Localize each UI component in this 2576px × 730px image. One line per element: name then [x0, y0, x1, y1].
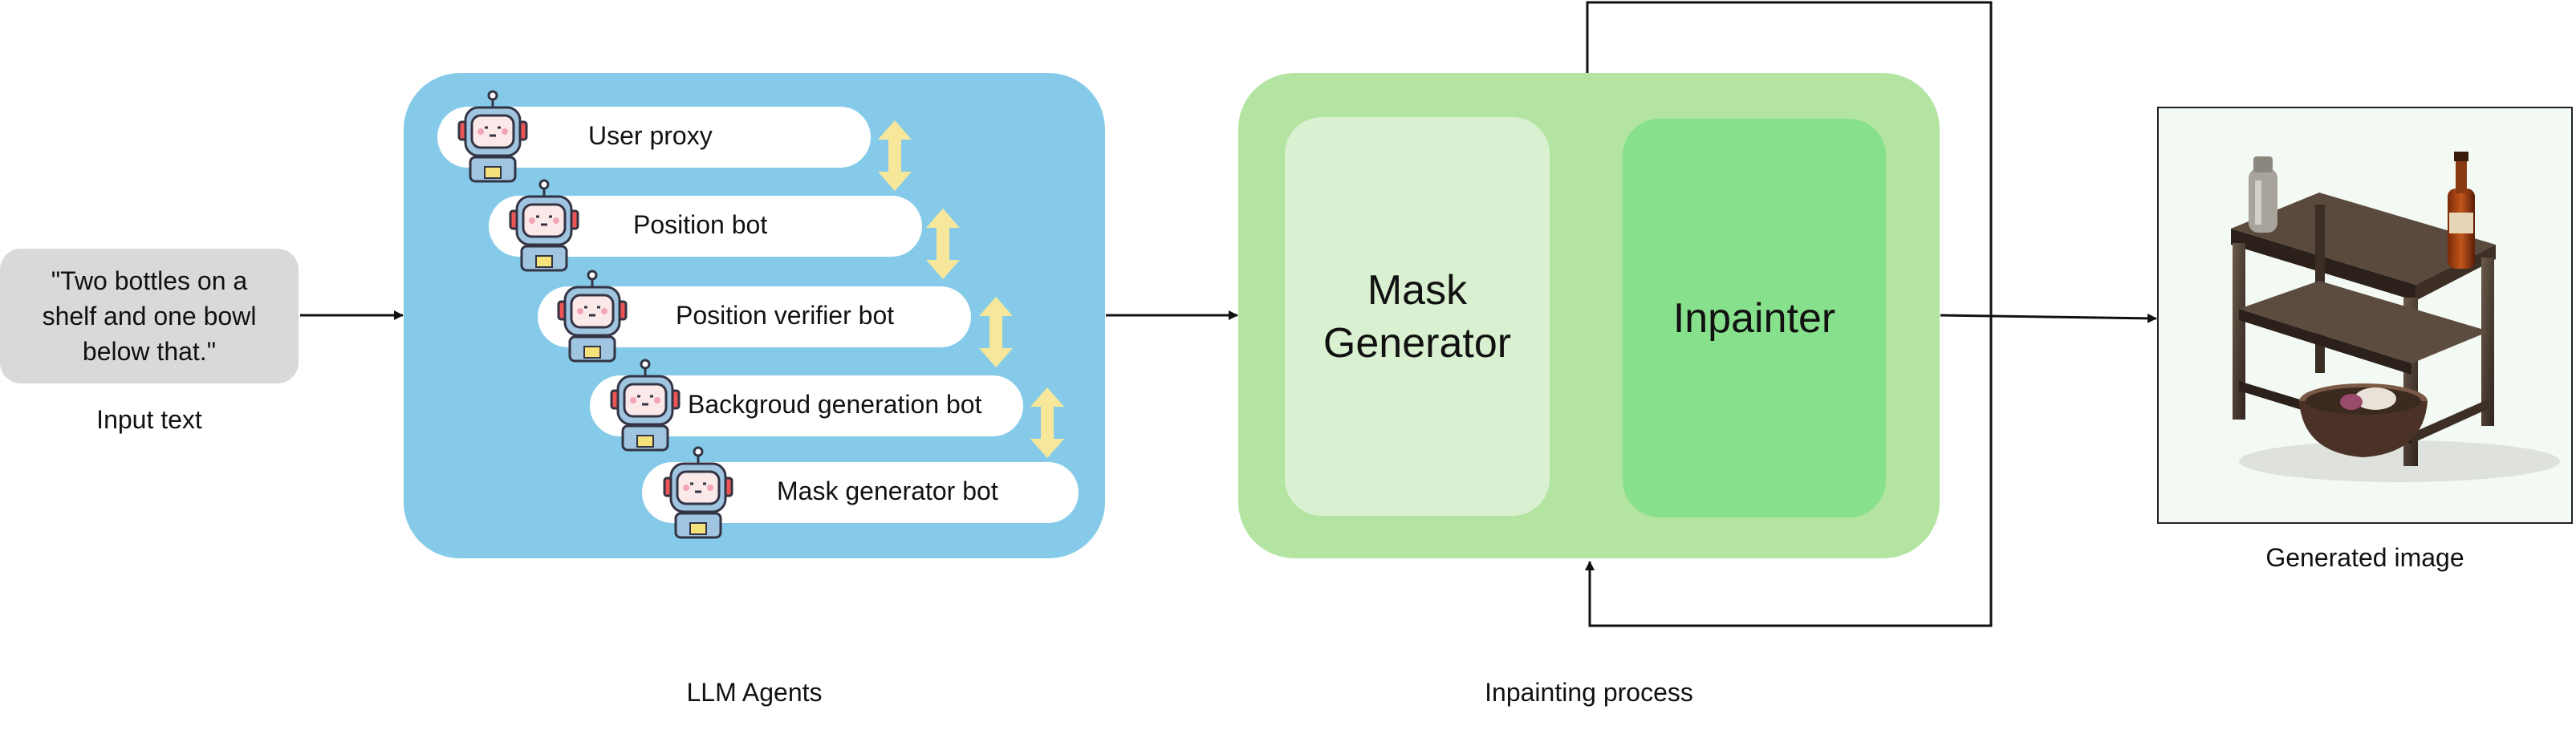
- double-arrow-icon: [926, 209, 960, 279]
- agent-label: User proxy: [588, 121, 713, 150]
- robot-icon: [557, 270, 628, 363]
- agent-label: Mask generator bot: [777, 477, 998, 505]
- double-arrow-icon: [1030, 387, 1064, 458]
- inpainting-caption: Inpainting process: [1485, 678, 1693, 707]
- double-arrow-icon: [979, 297, 1013, 367]
- robot-icon: [663, 446, 733, 539]
- robot-icon: [610, 359, 681, 452]
- agent-label: Backgroud generation bot: [688, 390, 982, 419]
- mask-generator-box: Mask Generator: [1285, 117, 1550, 516]
- double-arrow-icon: [878, 120, 912, 191]
- agent-label: Position bot: [633, 210, 768, 239]
- input-text-box: "Two bottles on a shelf and one bowl bel…: [0, 249, 299, 383]
- generated-image-caption: Generated image: [2265, 543, 2464, 572]
- agent-label: Position verifier bot: [676, 301, 895, 330]
- shelf-illustration: [2231, 152, 2560, 482]
- robot-icon: [509, 179, 579, 272]
- arrow-inpainting-to-image: [1940, 313, 2157, 323]
- robot-icon: [457, 90, 528, 183]
- llm-agents-caption: LLM Agents: [686, 678, 823, 707]
- generated-image: [2157, 107, 2573, 524]
- input-text-caption: Input text: [96, 405, 202, 434]
- inpainter-box: Inpainter: [1623, 119, 1886, 517]
